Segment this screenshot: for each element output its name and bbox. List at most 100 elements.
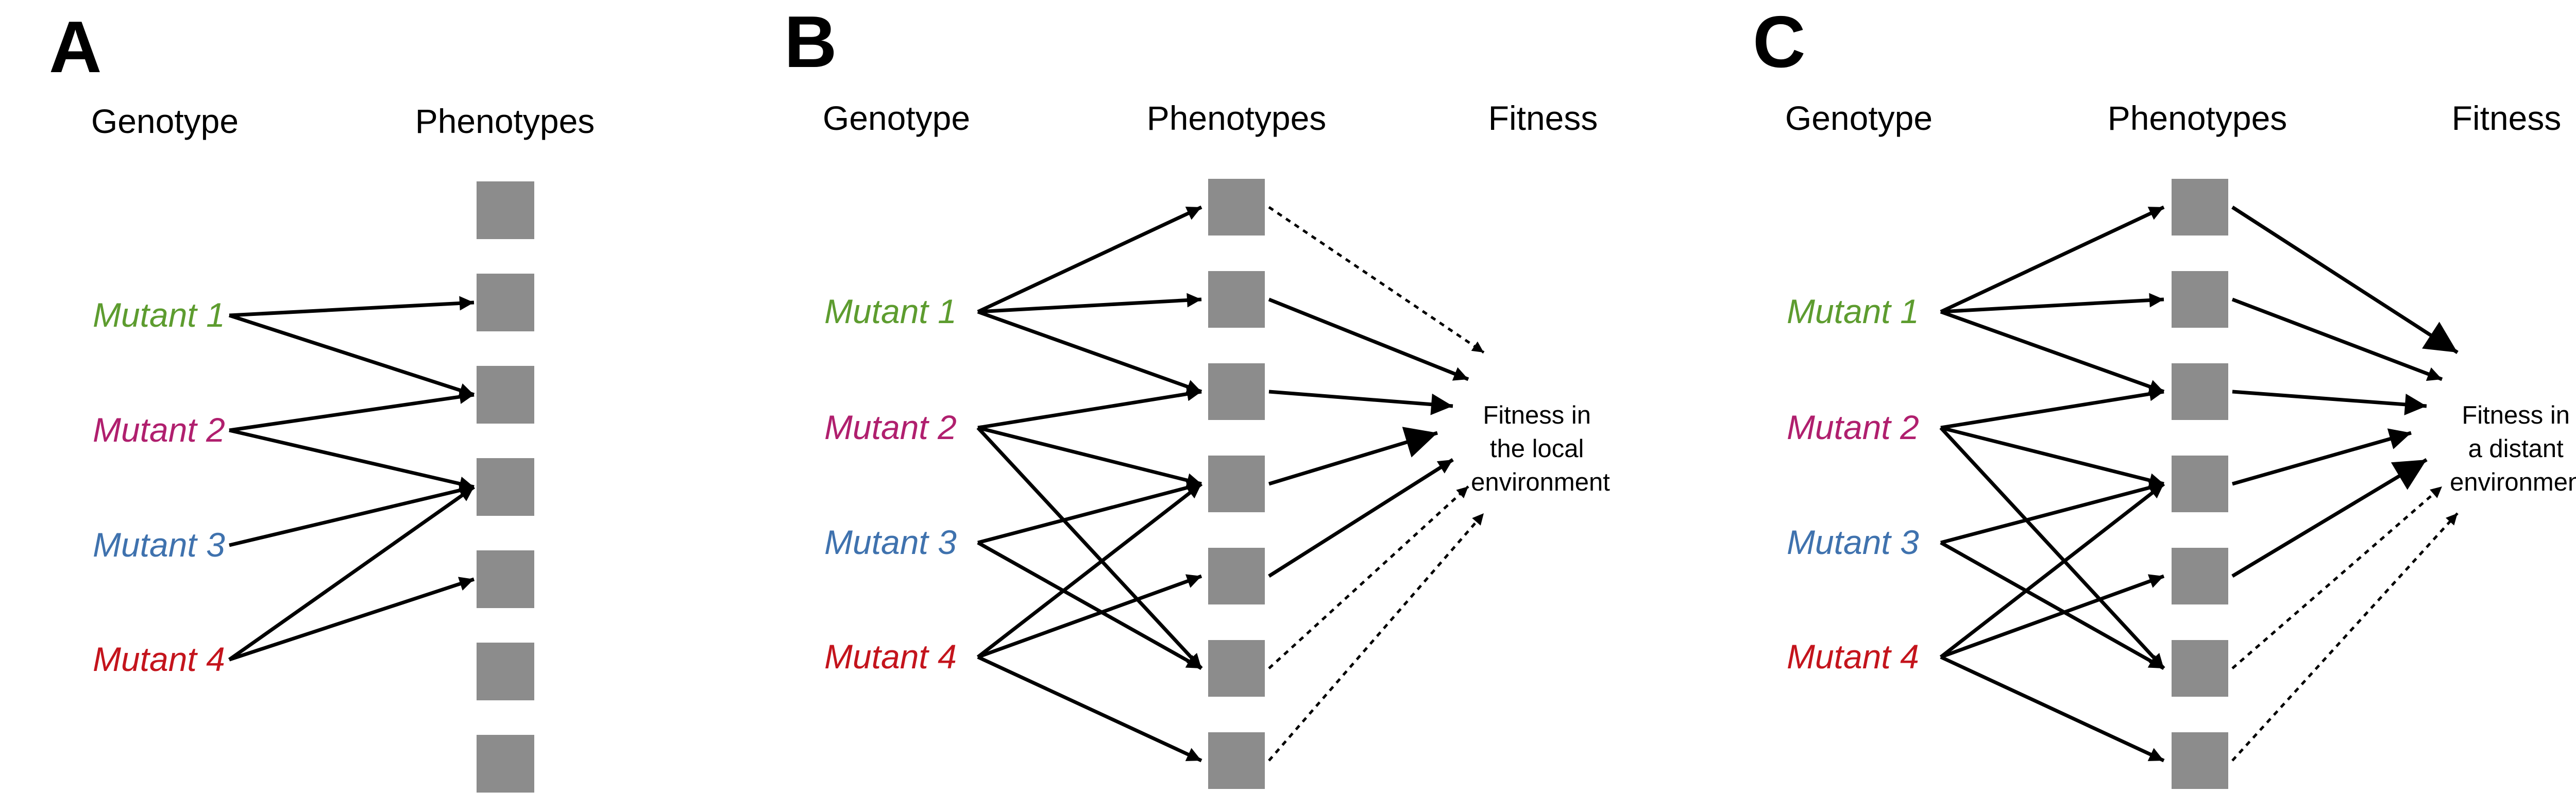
phenotype-to-fitness-arrow	[1268, 297, 1469, 381]
mutant-to-phenotype-arrow	[977, 541, 1202, 670]
genotype-header: Genotype	[1785, 99, 1933, 137]
phenotype-to-fitness-arrow	[2231, 485, 2443, 669]
mutant-label: Mutant 1	[93, 296, 225, 334]
fitness-label-line: environment	[1471, 468, 1610, 496]
panel-letter: C	[1753, 1, 1806, 83]
fitness-label-line: the local	[1490, 435, 1584, 463]
phenotype-box	[1208, 548, 1265, 604]
mutant-label: Mutant 2	[1787, 408, 1919, 446]
phenotype-box	[1208, 363, 1265, 420]
fitness-header: Fitness	[1488, 99, 1598, 137]
phenotype-box	[2172, 456, 2228, 512]
phenotype-to-fitness-arrow	[2231, 297, 2443, 381]
mutant-to-phenotype-arrow	[1940, 386, 2164, 430]
mutant-to-phenotype-arrow	[229, 483, 474, 547]
phenotype-box	[1208, 179, 1265, 236]
fitness-environment-label: Fitness in a distant environment	[2450, 401, 2576, 496]
mutant-to-phenotype-arrow	[977, 205, 1202, 314]
phenotype-column	[1208, 179, 1265, 789]
mutant-to-phenotype-arrow	[229, 390, 474, 432]
phenotype-box	[1208, 456, 1265, 512]
mutant-to-phenotype-arrow	[977, 310, 1202, 394]
phenotype-column	[2172, 179, 2228, 789]
mutant-label: Mutant 4	[93, 640, 225, 678]
mutant-to-phenotype-arrow	[228, 577, 475, 662]
mutant-label: Mutant 2	[824, 408, 957, 446]
mutant-to-phenotype-arrow	[229, 296, 474, 317]
phenotype-box	[1208, 640, 1265, 697]
phenotype-to-fitness-arrow	[1268, 485, 1469, 669]
phenotype-to-fitness-arrow	[1268, 390, 1453, 415]
phenotype-box	[477, 366, 534, 424]
mutant-label: Mutant 3	[93, 526, 225, 564]
mutant-label: Mutant 4	[1787, 637, 1919, 676]
mutant-label: Mutant 1	[824, 292, 957, 330]
mutant-to-phenotype-arrow	[229, 428, 474, 491]
genotype-phenotype-arrows	[228, 296, 476, 662]
mutant-label: Mutant 3	[824, 523, 957, 561]
mutant-to-phenotype-arrow	[977, 480, 1202, 545]
phenotype-to-fitness-arrow	[1268, 206, 1485, 354]
phenotype-box	[477, 458, 534, 516]
phenotype-box	[477, 274, 534, 331]
mutant-labels: Mutant 1 Mutant 2 Mutant 3 Mutant 4	[824, 292, 957, 676]
mutant-to-phenotype-arrow	[1940, 426, 2164, 487]
phenotype-to-fitness-arrow	[2231, 458, 2428, 578]
phenotype-box	[1208, 271, 1265, 328]
fitness-header: Fitness	[2452, 99, 2562, 137]
mutant-to-phenotype-arrow	[977, 386, 1202, 430]
mutant-to-phenotype-arrow	[977, 574, 1202, 659]
phenotypes-header: Phenotypes	[415, 102, 595, 140]
panel-letter: A	[49, 6, 102, 88]
phenotype-to-fitness-arrow	[1268, 512, 1485, 762]
mutant-label: Mutant 4	[824, 637, 957, 676]
phenotype-box	[2172, 732, 2228, 789]
mutant-to-phenotype-arrow	[977, 293, 1202, 314]
mutant-to-phenotype-arrow	[1940, 480, 2164, 545]
mutant-label: Mutant 3	[1787, 523, 1919, 561]
mutant-to-phenotype-arrow	[977, 426, 1202, 487]
phenotype-to-fitness-arrow	[2232, 428, 2412, 486]
mutant-labels: Mutant 1 Mutant 2 Mutant 3 Mutant 4	[1787, 292, 1919, 676]
panel-letter: B	[784, 1, 837, 83]
phenotype-box	[2172, 179, 2228, 236]
mutant-to-phenotype-arrow	[1940, 293, 2164, 314]
mutant-to-phenotype-arrow	[1940, 541, 2165, 670]
mutant-to-phenotype-arrow	[1940, 205, 2165, 314]
mutant-labels: Mutant 1 Mutant 2 Mutant 3 Mutant 4	[93, 296, 225, 678]
phenotype-fitness-arrows	[1268, 206, 1485, 762]
phenotype-fitness-arrows	[2231, 206, 2459, 762]
genotype-header: Genotype	[823, 99, 970, 137]
fitness-label-line: environment	[2450, 468, 2576, 496]
mutant-to-phenotype-arrow	[977, 655, 1202, 763]
panel-c: C Genotype Phenotypes Fitness Fitness in…	[1753, 1, 2576, 789]
phenotype-box	[2172, 363, 2228, 420]
phenotypes-header: Phenotypes	[1147, 99, 1327, 137]
mutant-to-phenotype-arrow	[976, 482, 1203, 659]
fitness-label-line: Fitness in	[1483, 401, 1591, 429]
mutant-to-phenotype-arrow	[1939, 482, 2165, 659]
fitness-label-line: a distant	[2468, 435, 2564, 463]
panel-b: B Genotype Phenotypes Fitness Fitness in…	[784, 1, 1610, 789]
phenotype-box	[477, 181, 534, 239]
phenotype-to-fitness-arrow	[2231, 206, 2459, 354]
phenotypes-header: Phenotypes	[2108, 99, 2287, 137]
phenotype-to-fitness-arrow	[2231, 512, 2459, 762]
mutant-label: Mutant 1	[1787, 292, 1919, 330]
phenotype-to-fitness-arrow	[1268, 458, 1454, 578]
mutant-to-phenotype-arrow	[228, 313, 475, 397]
phenotype-box	[477, 643, 534, 700]
mutant-label: Mutant 2	[93, 411, 225, 449]
phenotype-to-fitness-arrow	[2232, 390, 2427, 415]
phenotype-box	[477, 735, 534, 793]
phenotype-box	[2172, 548, 2228, 604]
mutant-to-phenotype-arrow	[1940, 655, 2165, 763]
phenotype-to-fitness-arrow	[1268, 427, 1438, 486]
genotype-phenotype-arrows	[976, 205, 1203, 763]
phenotype-box	[2172, 271, 2228, 328]
genotype-phenotype-arrows	[1939, 205, 2165, 763]
genotype-header: Genotype	[91, 102, 239, 140]
phenotype-column	[477, 181, 534, 793]
